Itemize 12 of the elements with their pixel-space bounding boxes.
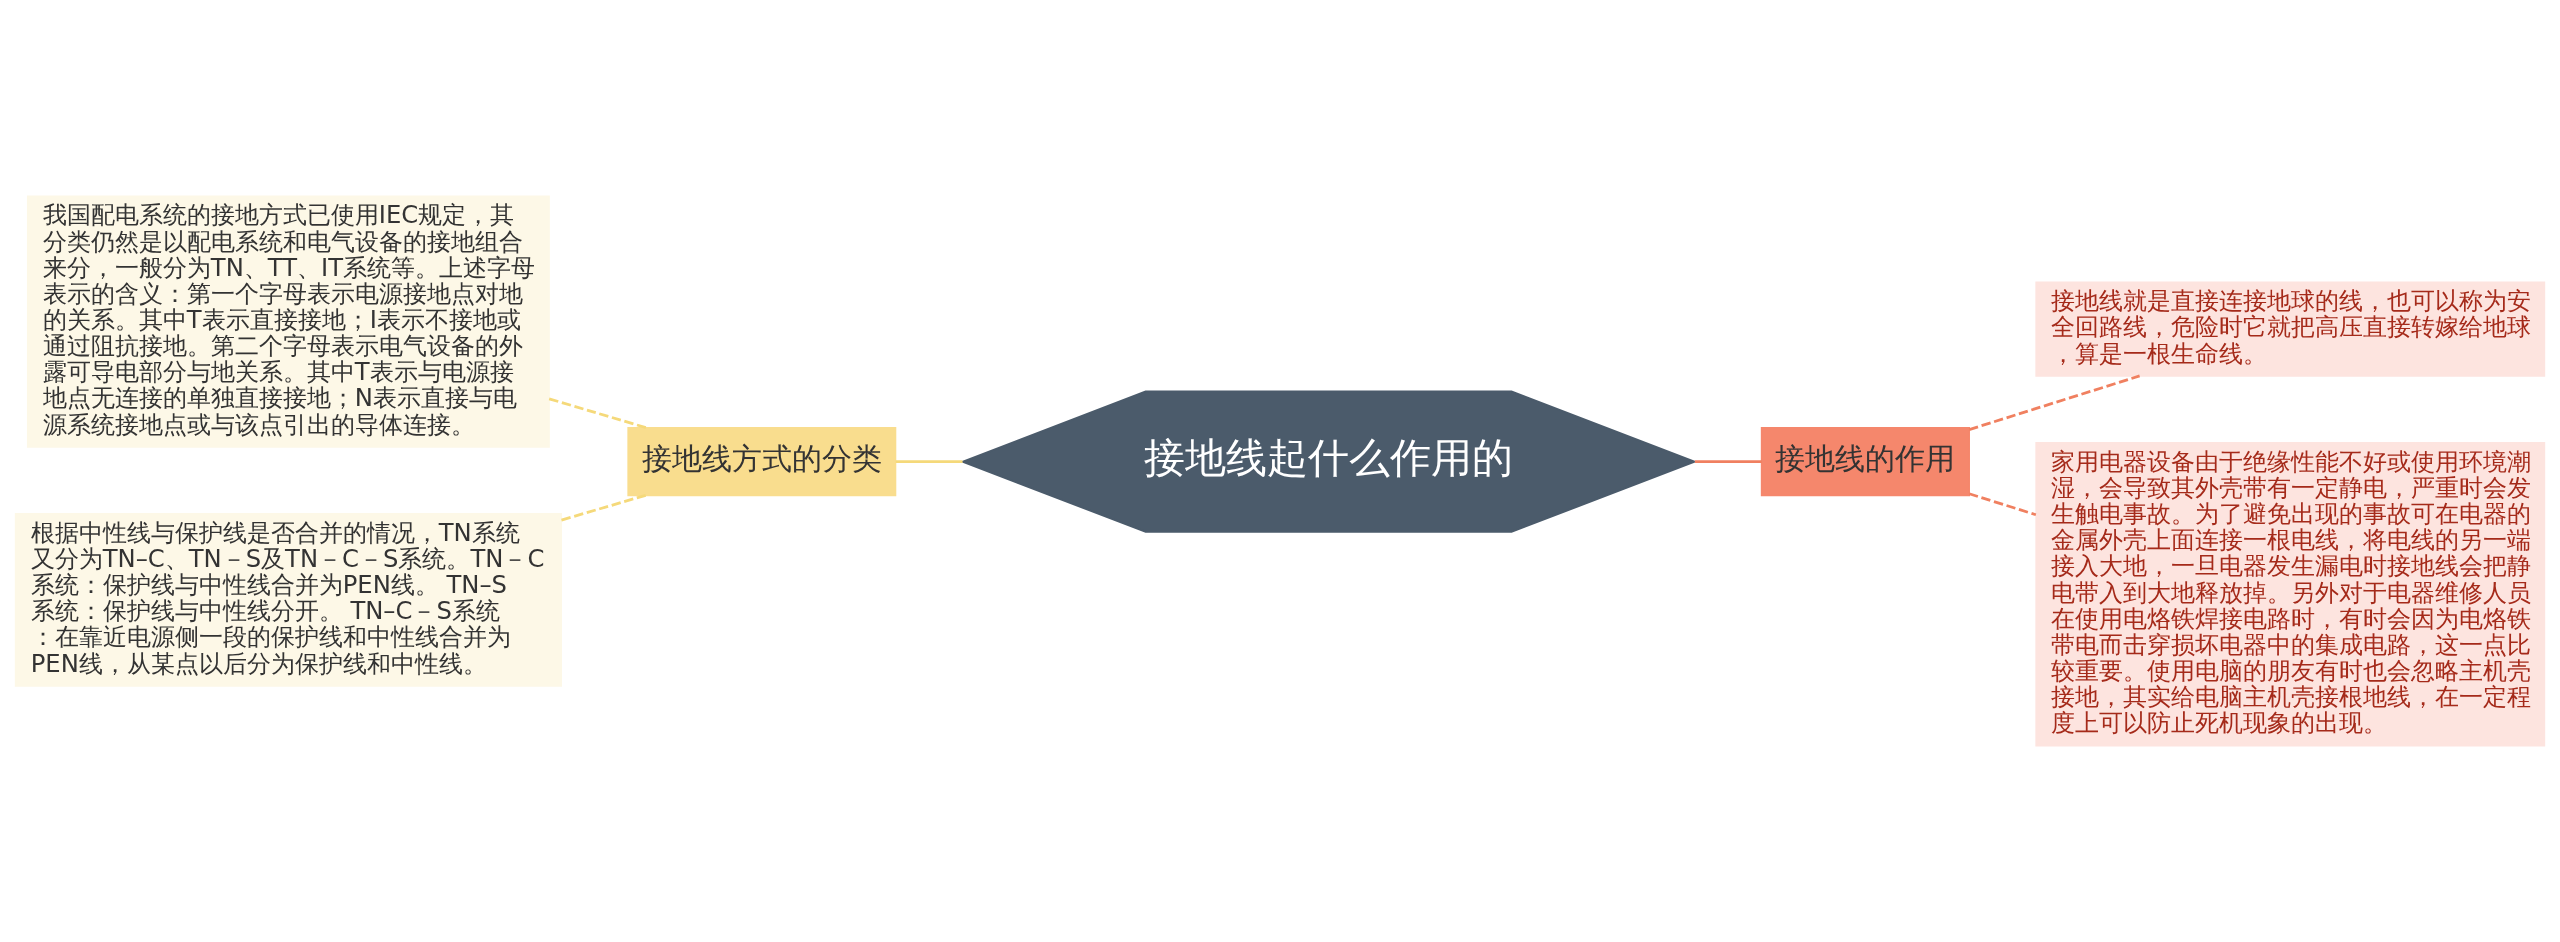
node-box: 接地线方式的分类 xyxy=(627,427,897,497)
connector xyxy=(1694,460,1762,464)
node-box: 接地线就是直接连接地球的线，也可以称为安全回路线，危险时它就把高压直接转嫁给地球，算是一根生命线。 xyxy=(2035,281,2546,377)
connector xyxy=(1968,492,2037,517)
node-box: 接地线的作用 xyxy=(1760,427,1970,497)
node-box: 家用电器设备由于绝缘性能不好或使用环境潮湿，会导致其外壳带有一定静电，严重时会发生触电事故。为了避免出现的事故可在电器的金属外壳上面连接一根电线，将电线的另一端接入大地，一旦电器发生漏电时接地线会把静电带入到大地释放掉。另外对于电器维修人员在使用电烙铁焊接电路时，有时会因为电烙铁带电而击穿损坏电器中的集成电路，这一点比较重要。使用电脑的朋友有时也会忽略主机壳接地，其实给电脑主机壳接根地线，在一定程度上可以防止死机现象的出现。 xyxy=(2035,442,2546,747)
connector xyxy=(1968,374,2141,431)
connector xyxy=(548,397,648,430)
connector xyxy=(895,460,963,464)
connector xyxy=(561,493,647,522)
node-box: 根据中性线与保护线是否合并的情况，TN系统又分为TN–C、TN－S及TN－C－S系统。TN－C系统：保护线与中性线合并为PEN线。 TN–S系统：保护线与中性线分开。 TN–C－S系统：在靠近电源侧一段的保护线和中性线合并为PEN线，从某点以后分为保护线和中性线。 xyxy=(14,513,562,687)
node-box: 我国配电系统的接地方式已使用IEC规定，其分类仍然是以配电系统和电气设备的接地组合来分，一般分为TN、TT、IT系统等。上述字母表示的含义：第一个字母表示电源接地点对地的关系。其中T表示直接接地；I表示不接地或通过阻抗接地。第二个字母表示电气设备的外露可导电部分与地关系。其中T表示与电源接地点无连接的单独直接接地；N表示直接与电源系统接地点或与该点引出的导体连接。 xyxy=(26,195,550,448)
